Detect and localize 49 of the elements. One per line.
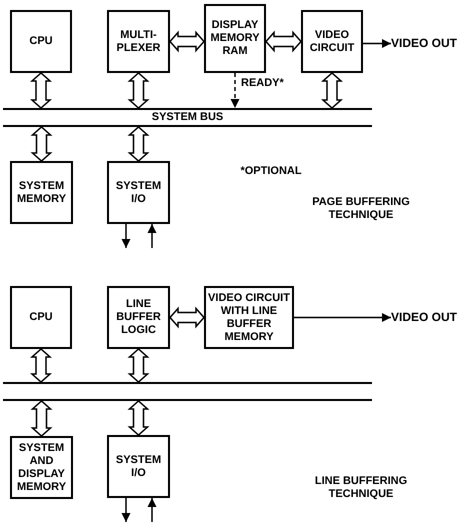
block-box — [10, 161, 73, 224]
bus-label: SYSTEM BUS — [152, 111, 224, 124]
block-label: VIDEO CIRCUIT — [308, 28, 356, 54]
block-box — [301, 10, 363, 73]
arrow — [230, 73, 240, 108]
double-arrow — [128, 348, 150, 383]
output-label: VIDEO OUT — [391, 36, 459, 51]
double-arrow — [30, 348, 52, 383]
block-box — [107, 286, 170, 349]
bus-band — [3, 108, 372, 127]
block-box — [10, 286, 72, 349]
bus-band — [3, 382, 372, 401]
double-arrow — [169, 30, 205, 52]
double-arrow — [169, 306, 205, 328]
block-label: LINE BUFFER LOGIC — [115, 298, 162, 337]
block-label: SYSTEM I/O — [114, 180, 162, 206]
output-label: VIDEO OUT — [391, 310, 459, 325]
double-arrow — [30, 400, 52, 437]
arrow — [122, 498, 130, 522]
block-box — [10, 436, 73, 499]
block-label: CPU — [29, 311, 53, 324]
block-box — [107, 435, 170, 498]
note-text: PAGE BUFFERING TECHNIQUE — [311, 196, 411, 222]
block-label: DISPLAY MEMORY RAM — [209, 19, 261, 58]
block-box — [10, 10, 72, 73]
arrow — [148, 498, 156, 522]
block-box — [204, 4, 266, 73]
double-arrow — [128, 400, 150, 436]
block-box — [107, 161, 170, 224]
block-label: SYSTEM AND DISPLAY MEMORY — [16, 442, 68, 494]
note-text: LINE BUFFERING TECHNIQUE — [314, 475, 408, 501]
double-arrow — [321, 72, 343, 109]
block-label: VIDEO CIRCUIT WITH LINE BUFFER MEMORY — [208, 292, 290, 344]
double-arrow — [128, 126, 150, 162]
double-arrow — [30, 126, 52, 162]
double-arrow — [128, 72, 150, 109]
block-label: CPU — [29, 35, 53, 48]
block-box — [204, 286, 294, 349]
block-label: MULTI- PLEXER — [115, 28, 162, 54]
arrow — [122, 224, 130, 248]
block-label: SYSTEM I/O — [114, 454, 162, 480]
block-label: SYSTEM MEMORY — [16, 180, 68, 206]
arrow — [148, 224, 156, 248]
double-arrow — [30, 72, 52, 109]
double-arrow — [265, 30, 302, 52]
arrow — [363, 39, 391, 48]
note-text: *OPTIONAL — [239, 165, 303, 178]
block-box — [107, 10, 170, 73]
arrow — [294, 313, 391, 322]
